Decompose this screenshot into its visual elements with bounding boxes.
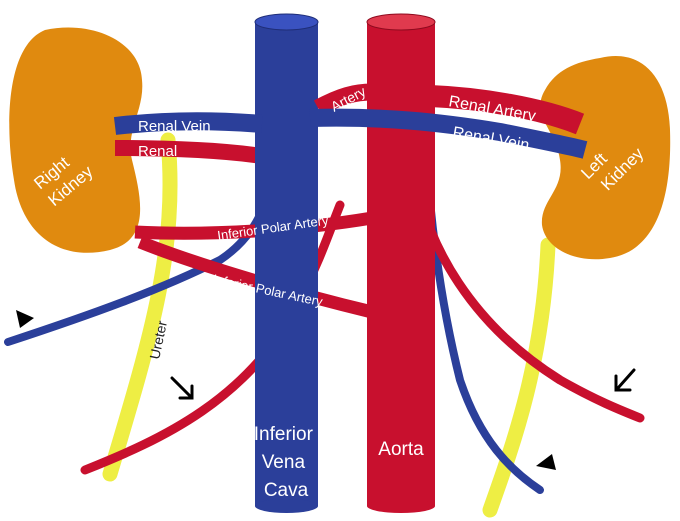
aorta-label: Aorta xyxy=(378,439,424,460)
aorta-top-opening xyxy=(367,14,435,30)
arrowhead-icon xyxy=(536,454,556,470)
arrowhead-icon xyxy=(16,310,34,328)
aorta-bottom xyxy=(367,499,435,513)
arrow-icon xyxy=(616,370,634,390)
renal-right-label: Renal xyxy=(138,143,177,160)
arrow-icon xyxy=(172,378,192,398)
renal-vein-right-label: Renal Vein xyxy=(138,118,211,135)
ivc-bottom xyxy=(255,499,318,513)
ivc-top-opening xyxy=(255,14,318,30)
aorta xyxy=(367,22,435,506)
